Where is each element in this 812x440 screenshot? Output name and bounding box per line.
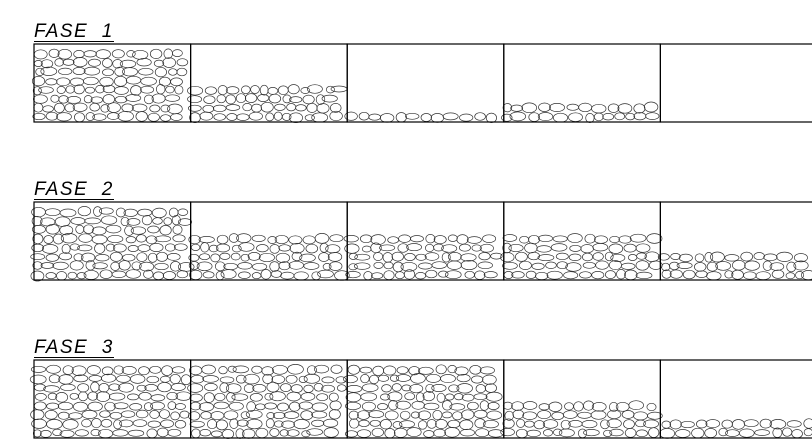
stone-fill: [658, 252, 812, 280]
stone-fill: [660, 419, 812, 439]
cell: [31, 202, 194, 281]
cell-border: [347, 44, 504, 122]
cell: [344, 360, 504, 438]
cell-border: [34, 360, 191, 438]
stone-fill: [344, 365, 504, 438]
phase-3-row: [0, 360, 812, 440]
cell: [501, 202, 663, 280]
stone-fill: [345, 112, 497, 123]
cell: [658, 202, 812, 280]
stone-fill: [189, 233, 350, 280]
cell-border: [660, 44, 812, 122]
cell: [501, 360, 663, 438]
stone-fill: [344, 234, 502, 280]
phase-title: FASE 3: [34, 338, 114, 358]
cell: [660, 44, 812, 122]
cell: [32, 44, 190, 122]
phase-2-row: [0, 202, 812, 282]
phase-1-row: [0, 44, 812, 124]
cell-border: [504, 44, 661, 122]
cell: [189, 202, 350, 280]
cell: [660, 360, 812, 438]
stone-fill: [502, 102, 660, 123]
cell: [502, 44, 661, 123]
stone-fill: [501, 234, 663, 280]
stone-fill: [188, 85, 348, 123]
cell: [188, 44, 348, 123]
phase-title: FASE 1: [34, 22, 114, 42]
cell: [188, 360, 348, 439]
cell: [30, 360, 191, 438]
cell: [345, 44, 504, 123]
cell-border: [504, 360, 661, 438]
stone-fill: [31, 206, 194, 281]
stone-fill: [32, 49, 188, 122]
cell: [344, 202, 504, 280]
stone-fill: [188, 364, 347, 438]
stone-fill: [30, 365, 191, 438]
stone-fill: [501, 401, 663, 438]
phase-title: FASE 2: [34, 180, 114, 200]
cell-border: [34, 44, 191, 122]
